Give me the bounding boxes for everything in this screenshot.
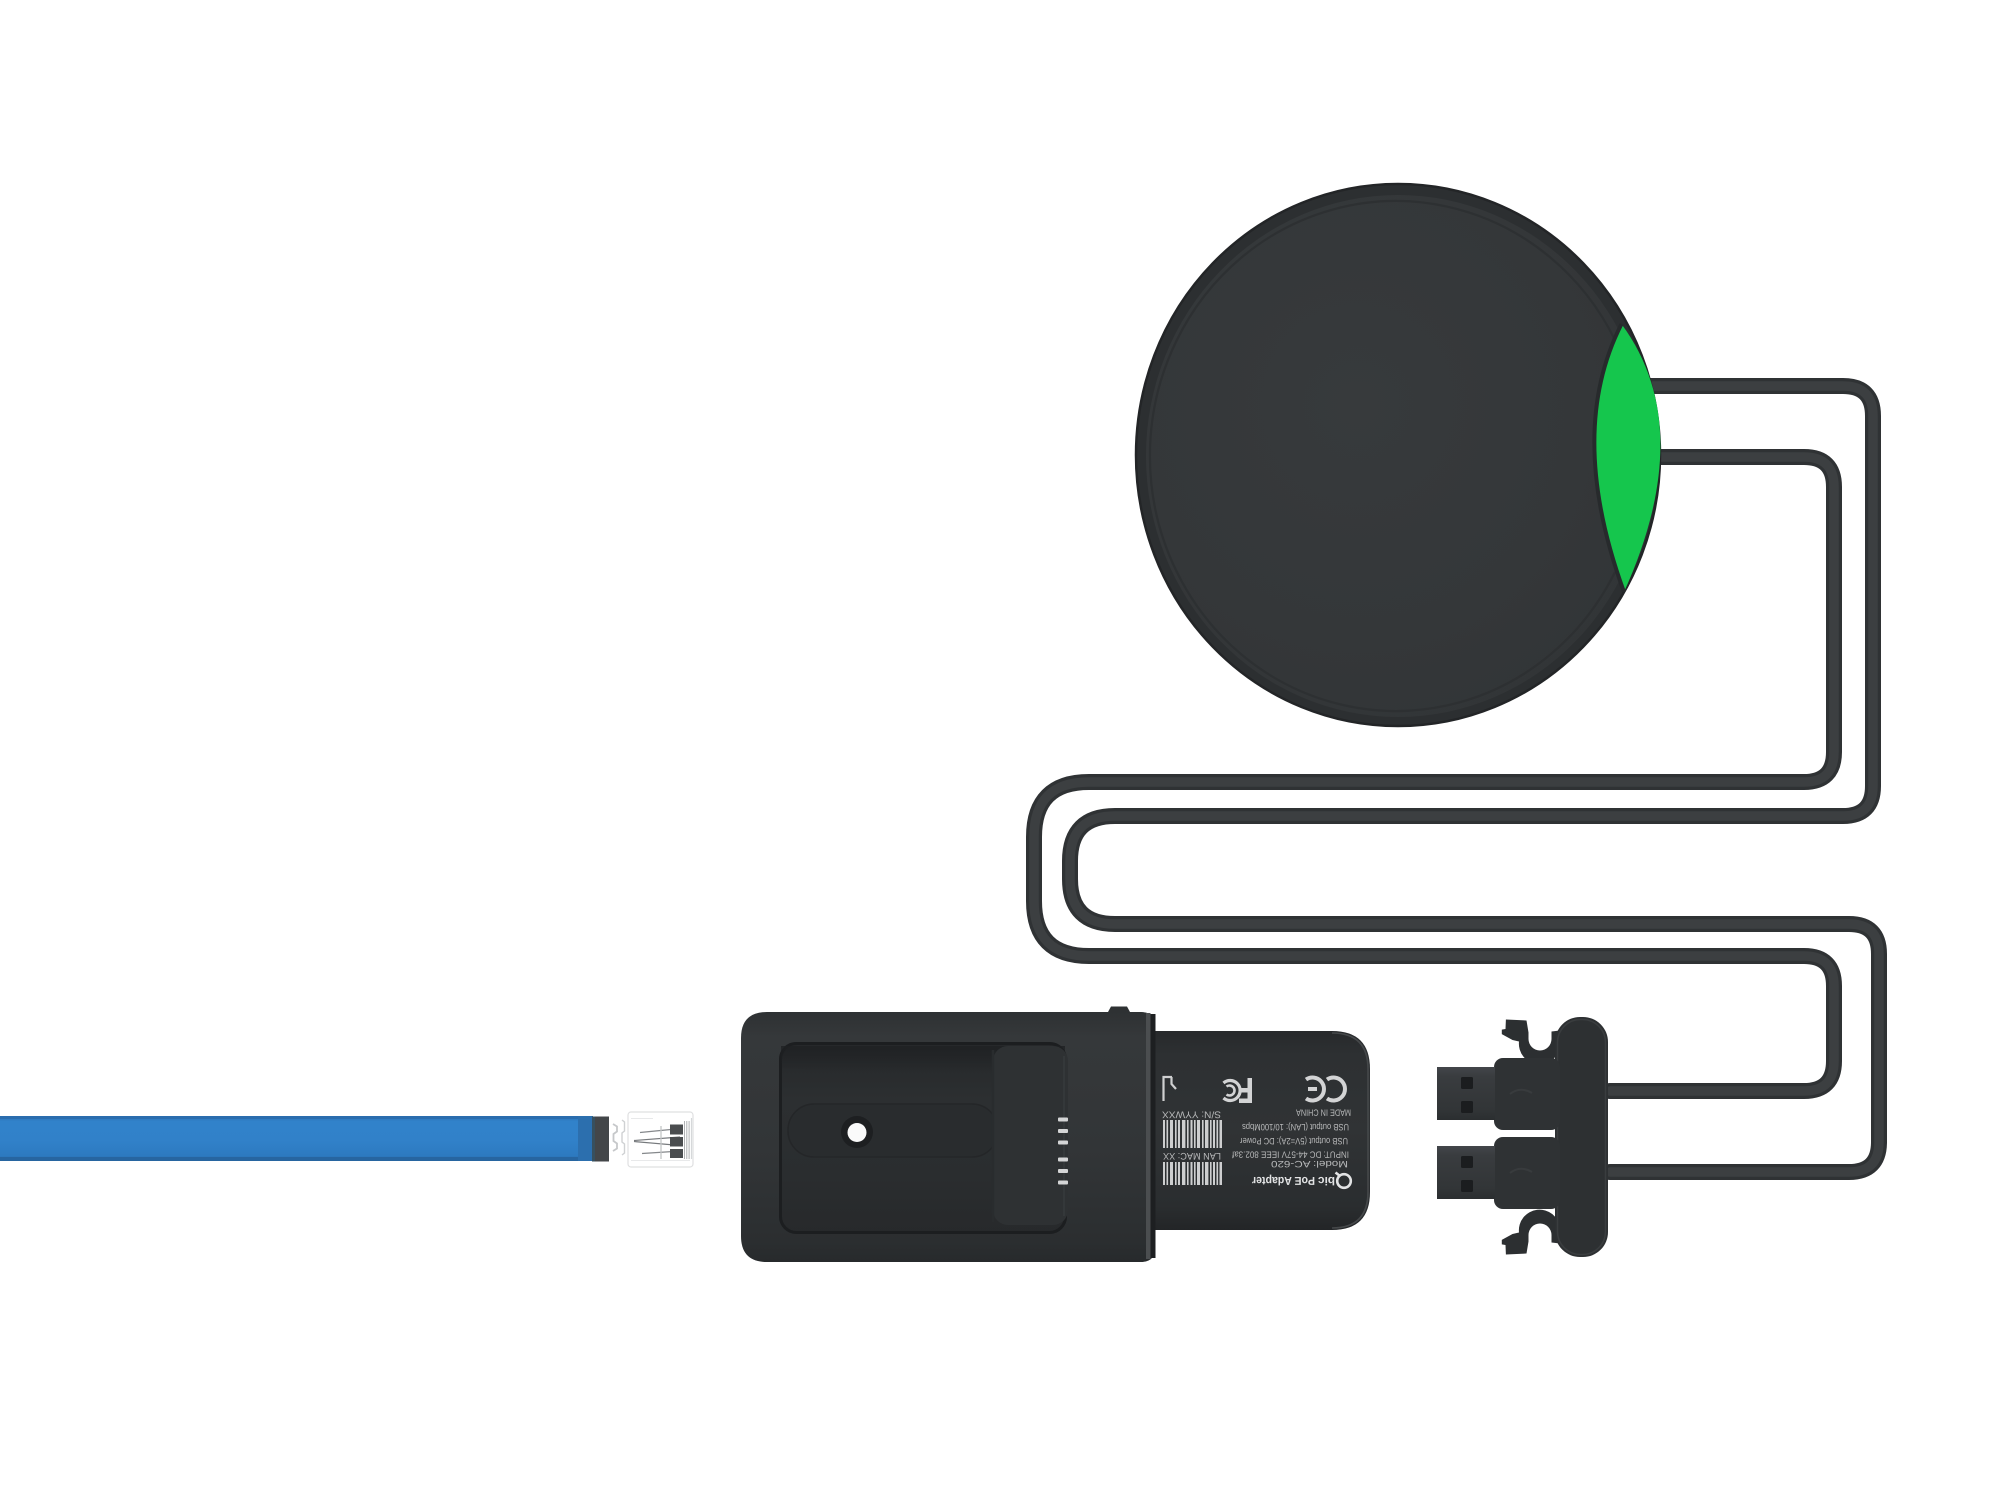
svg-text:USB output (5V=2A): DC Power: USB output (5V=2A): DC Power xyxy=(1240,1136,1348,1146)
svg-text:LAN MAC: XX: LAN MAC: XX xyxy=(1162,1150,1221,1161)
svg-text:S/N: YYWXX: S/N: YYWXX xyxy=(1161,1108,1221,1119)
svg-text:PoE Adapter: PoE Adapter xyxy=(1252,1174,1315,1186)
svg-text:Model: AC-620: Model: AC-620 xyxy=(1271,1159,1348,1169)
svg-text:USB output (LAN): 10/100Mbps: USB output (LAN): 10/100Mbps xyxy=(1242,1122,1349,1132)
svg-text:INPUT: DC 44-57V IEEE 802.3af: INPUT: DC 44-57V IEEE 802.3af xyxy=(1232,1149,1349,1159)
svg-text:MADE IN CHINA: MADE IN CHINA xyxy=(1295,1107,1351,1117)
svg-text:bic: bic xyxy=(1317,1174,1335,1186)
